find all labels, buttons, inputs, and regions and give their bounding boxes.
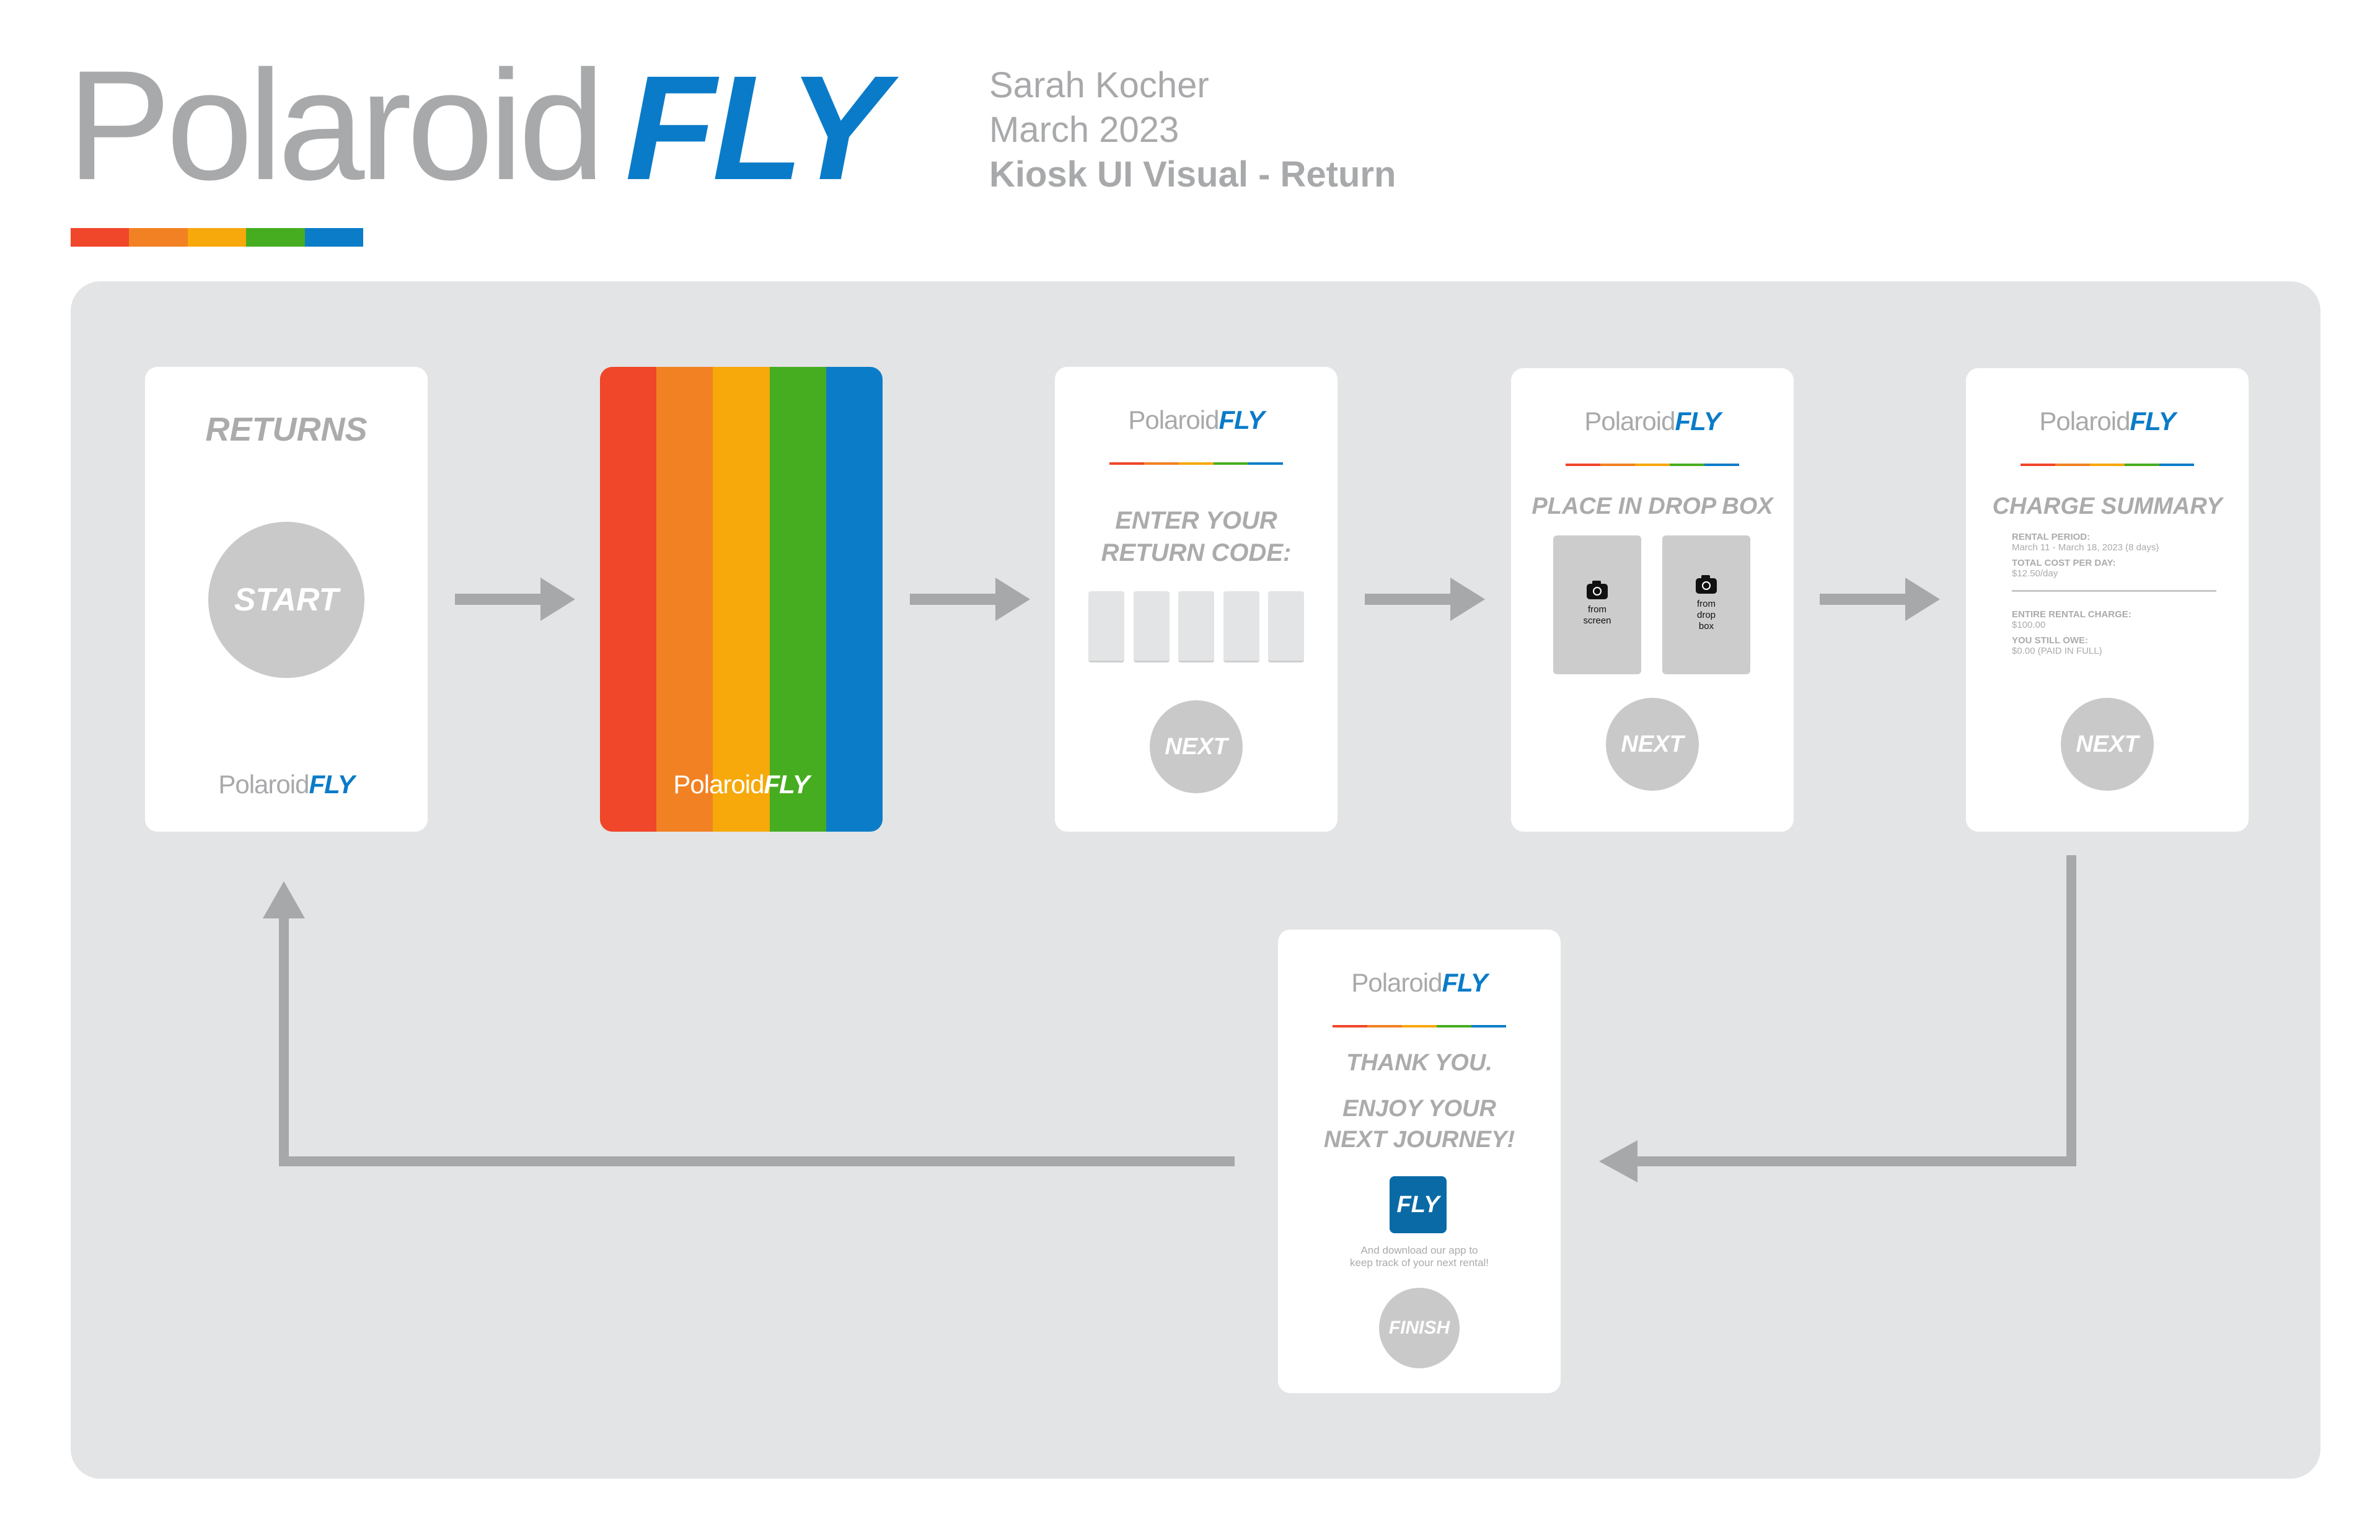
card-logo-polaroid: Polaroid bbox=[1351, 968, 1442, 997]
arrow-right-icon bbox=[910, 578, 1030, 621]
card-logo-fly: FLY bbox=[2130, 407, 2175, 436]
screen-returns: RETURNS START Polaroid FLY bbox=[145, 367, 428, 832]
splash-logo: Polaroid FLY bbox=[600, 770, 883, 799]
arrow-left-icon bbox=[1599, 855, 2076, 1182]
meta-date: March 2023 bbox=[989, 110, 1179, 150]
cost-per-day-value: $12.50/day bbox=[2012, 568, 2058, 579]
camera-icon bbox=[1696, 574, 1717, 594]
fly-app-icon-label: FLY bbox=[1396, 1191, 1440, 1218]
next-button-label: NEXT bbox=[1621, 731, 1684, 757]
code-prompt-line2: RETURN CODE: bbox=[1101, 539, 1292, 566]
start-button[interactable]: START bbox=[208, 522, 364, 678]
arrow-up-icon bbox=[263, 881, 1235, 1166]
still-owe-label: YOU STILL OWE: bbox=[2012, 635, 2089, 646]
entire-charge-label: ENTIRE RENTAL CHARGE: bbox=[2012, 609, 2131, 620]
summary-heading: CHARGE SUMMARY bbox=[1992, 493, 2223, 519]
returns-heading: RETURNS bbox=[205, 411, 368, 448]
screen-drop-box: Polaroid FLY PLACE IN DROP BOX from scre… bbox=[1511, 368, 1794, 832]
meta-title: Kiosk UI Visual - Return bbox=[989, 154, 1396, 195]
still-owe-value: $0.00 (PAID IN FULL) bbox=[2012, 646, 2102, 656]
card-logo-fly: FLY bbox=[1675, 407, 1721, 436]
card-logo: Polaroid FLY bbox=[1511, 407, 1794, 436]
card-logo-polaroid: Polaroid bbox=[1128, 405, 1219, 434]
splash-logo-polaroid: Polaroid bbox=[673, 770, 764, 799]
main-logo-fly: FLY bbox=[625, 45, 888, 211]
arrow-right-icon bbox=[455, 578, 575, 621]
code-digit-box[interactable] bbox=[1133, 591, 1170, 662]
code-digit-box[interactable] bbox=[1088, 591, 1124, 662]
card-logo-fly: FLY bbox=[1219, 405, 1264, 434]
card-logo: Polaroid FLY bbox=[1278, 968, 1561, 998]
summary-divider bbox=[2012, 590, 2216, 592]
next-button[interactable]: NEXT bbox=[1606, 698, 1699, 791]
camera-icon bbox=[1587, 580, 1608, 599]
next-button[interactable]: NEXT bbox=[1150, 700, 1243, 793]
screen-return-code: Polaroid FLY ENTER YOUR RETURN CODE: NEX… bbox=[1055, 367, 1338, 832]
fly-app-icon[interactable]: FLY bbox=[1390, 1176, 1447, 1233]
code-input[interactable] bbox=[1088, 591, 1304, 662]
code-digit-box[interactable] bbox=[1268, 591, 1304, 662]
screen-splash: Polaroid FLY bbox=[600, 367, 883, 832]
thanks-line1: THANK YOU. bbox=[1346, 1050, 1492, 1076]
photo-from-drop-box[interactable]: from drop box bbox=[1662, 535, 1750, 674]
thanks-line2: ENJOY YOUR bbox=[1342, 1096, 1496, 1122]
next-button-label: NEXT bbox=[1165, 733, 1228, 760]
next-button-label: NEXT bbox=[2076, 731, 2139, 757]
entire-charge-value: $100.00 bbox=[2012, 620, 2046, 630]
photo-from-screen[interactable]: from screen bbox=[1553, 535, 1641, 674]
next-button[interactable]: NEXT bbox=[2061, 698, 2154, 791]
code-digit-box[interactable] bbox=[1178, 591, 1214, 662]
card-logo: Polaroid FLY bbox=[1055, 405, 1338, 435]
brand-stripe bbox=[71, 228, 364, 247]
card-logo-polaroid: Polaroid bbox=[1584, 407, 1675, 436]
app-download-line2: keep track of your next rental! bbox=[1350, 1257, 1489, 1269]
card-stripe bbox=[1333, 1025, 1506, 1027]
screen-thank-you: Polaroid FLY THANK YOU. ENJOY YOUR NEXT … bbox=[1278, 930, 1561, 1393]
arrow-right-icon bbox=[1365, 578, 1485, 621]
card-stripe bbox=[1109, 462, 1283, 465]
cost-per-day-label: TOTAL COST PER DAY: bbox=[2012, 558, 2116, 568]
screen-charge-summary: Polaroid FLY CHARGE SUMMARY RENTAL PERIO… bbox=[1966, 368, 2249, 832]
code-digit-box[interactable] bbox=[1223, 591, 1259, 662]
main-logo-polaroid: Polaroid bbox=[67, 38, 606, 213]
splash-logo-fly: FLY bbox=[764, 770, 809, 799]
thanks-line3: NEXT JOURNEY! bbox=[1323, 1127, 1515, 1153]
app-download-line1: And download our app to bbox=[1360, 1244, 1478, 1256]
card-logo-polaroid: Polaroid bbox=[2039, 407, 2130, 436]
rental-period-label: RENTAL PERIOD: bbox=[2012, 532, 2091, 542]
card-logo-polaroid: Polaroid bbox=[218, 770, 309, 799]
photo-right-label: from drop box bbox=[1696, 598, 1716, 631]
photo-left-label: from screen bbox=[1583, 604, 1611, 626]
finish-button[interactable]: FINISH bbox=[1379, 1288, 1460, 1368]
code-prompt-line1: ENTER YOUR bbox=[1115, 507, 1277, 534]
rental-period-value: March 11 - March 18, 2023 (8 days) bbox=[2012, 542, 2159, 553]
card-logo-fly: FLY bbox=[309, 770, 355, 799]
main-logo: Polaroid FLY bbox=[67, 38, 888, 213]
card-logo: Polaroid FLY bbox=[145, 770, 428, 799]
card-logo-fly: FLY bbox=[1442, 968, 1488, 997]
summary-details: RENTAL PERIOD: March 11 - March 18, 2023… bbox=[2012, 532, 2216, 661]
meta-author: Sarah Kocher bbox=[989, 65, 1209, 105]
card-stripe bbox=[2021, 464, 2194, 466]
arrow-right-icon bbox=[1820, 578, 1940, 621]
dropbox-heading: PLACE IN DROP BOX bbox=[1532, 493, 1773, 519]
card-stripe bbox=[1566, 464, 1739, 466]
finish-button-label: FINISH bbox=[1388, 1318, 1450, 1338]
start-button-label: START bbox=[234, 582, 339, 618]
card-logo: Polaroid FLY bbox=[1966, 407, 2249, 436]
